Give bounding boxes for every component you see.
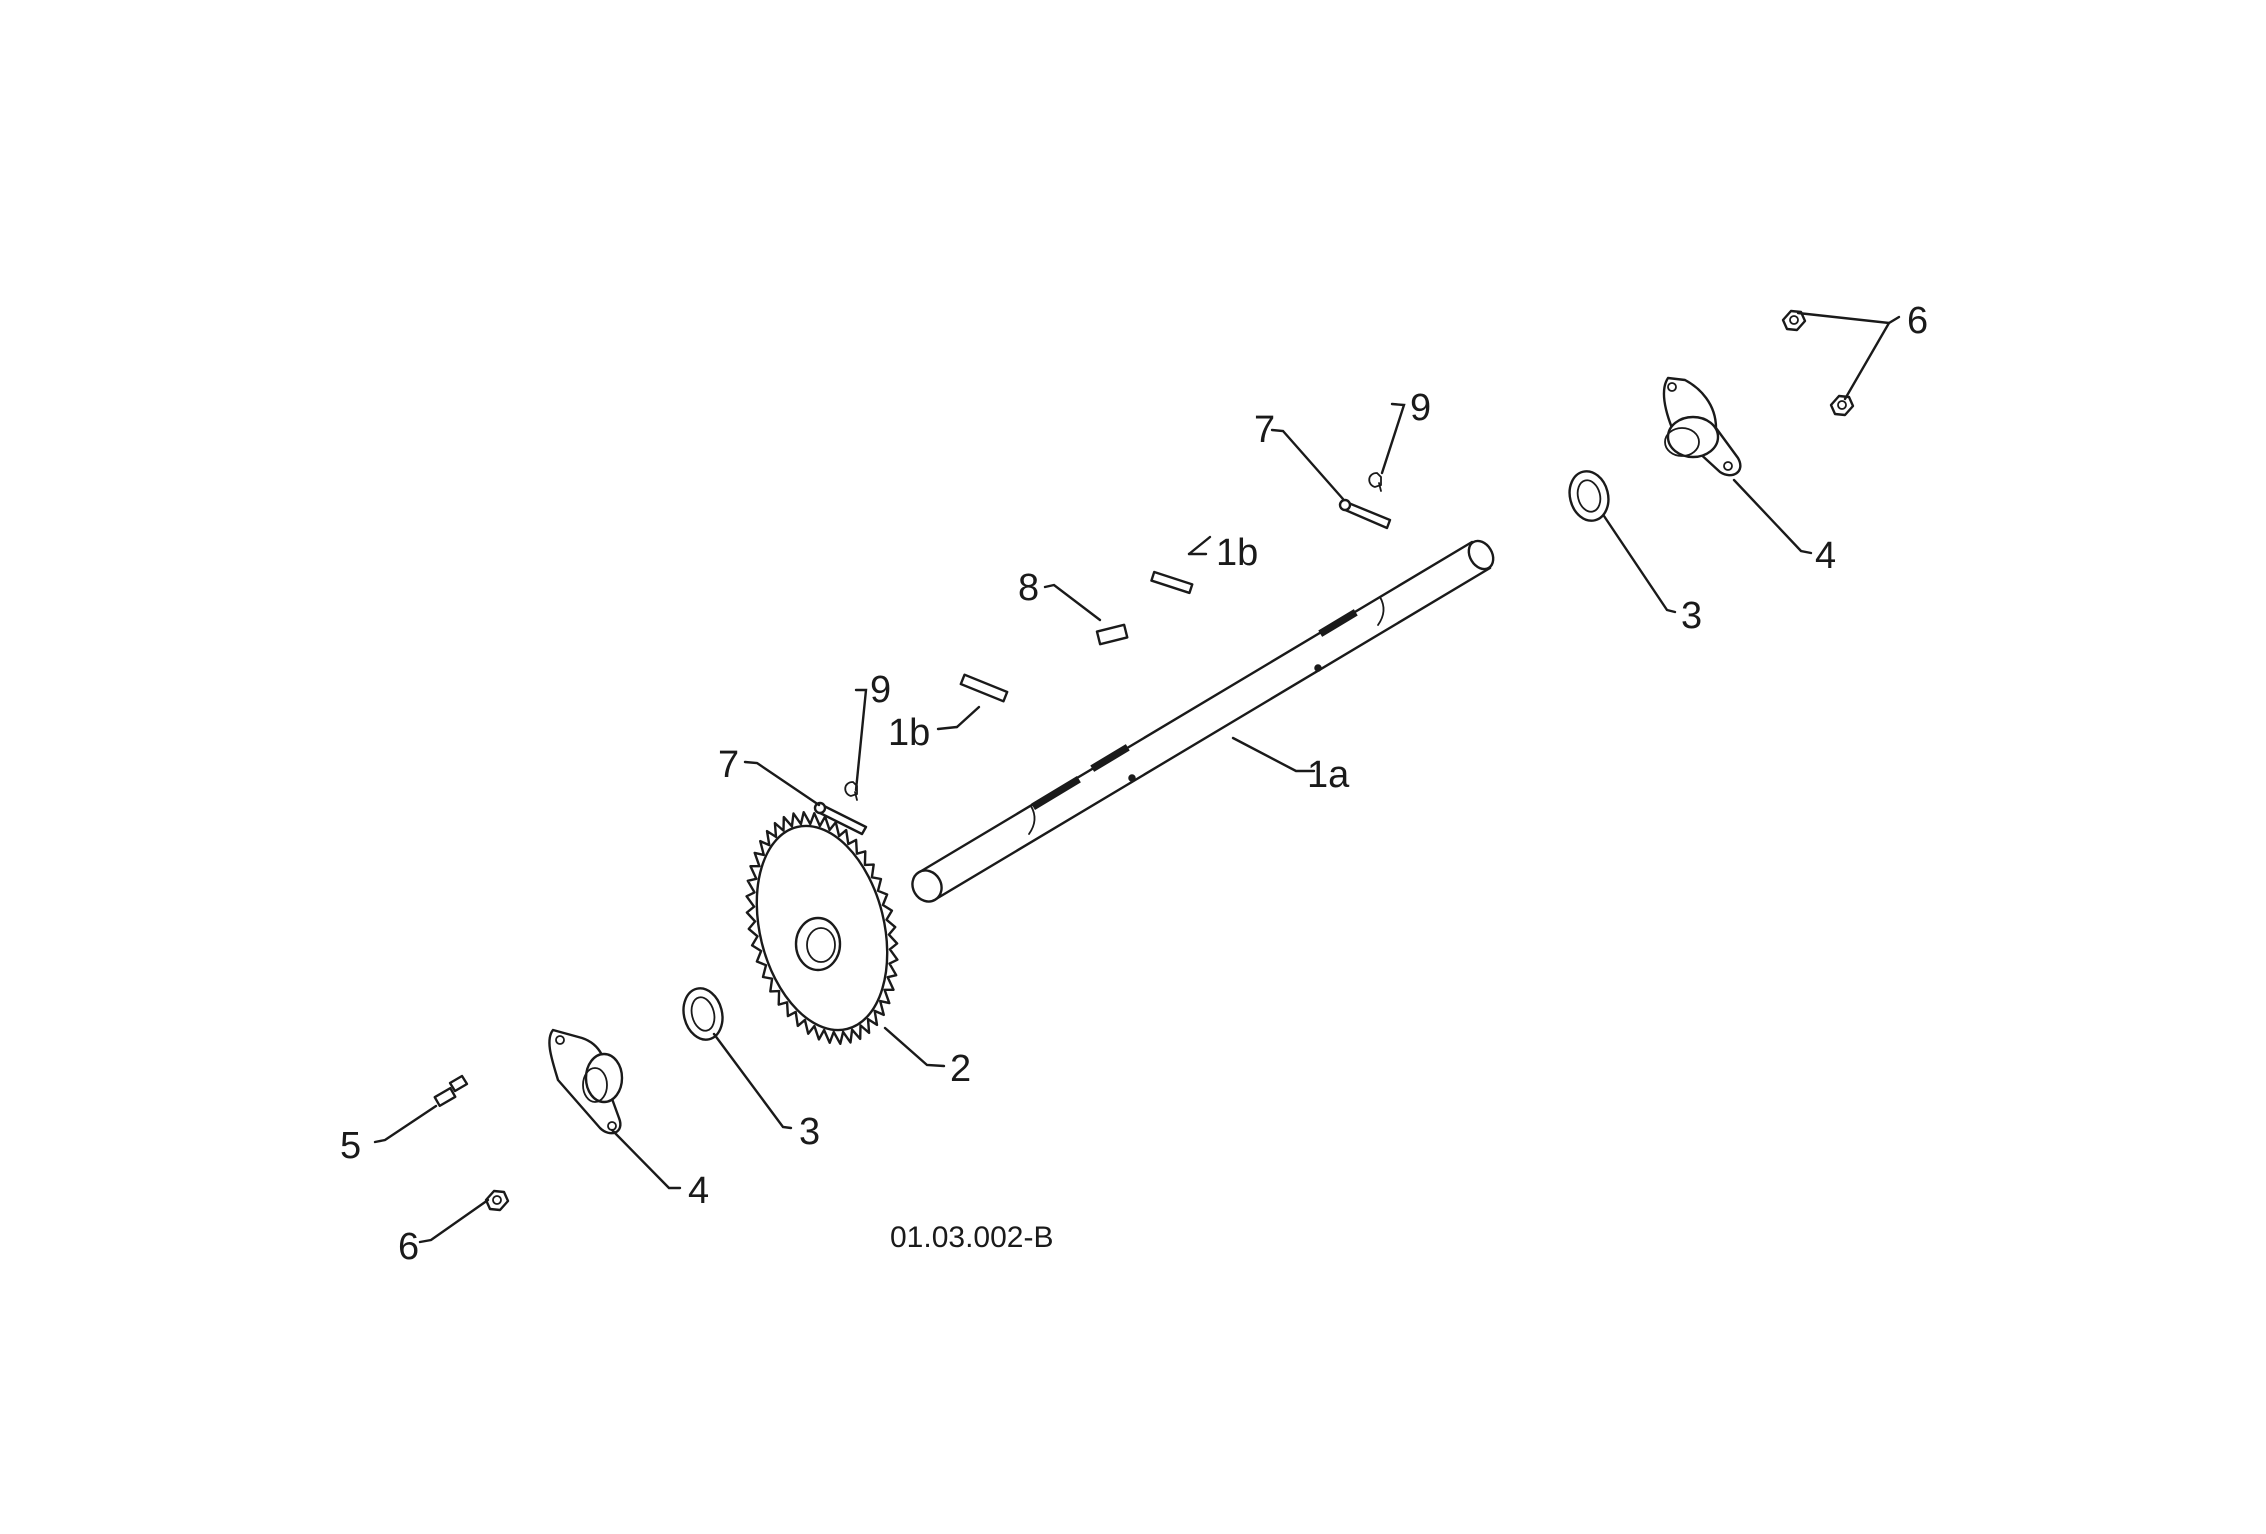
bearing-left: [548, 1028, 624, 1135]
nut-left: [484, 1189, 510, 1212]
callout-pin-right: 7: [1254, 409, 1275, 451]
nut-right-upper: [1781, 309, 1807, 332]
callout-clip-left: 9: [870, 669, 891, 711]
callout-clip-right: 9: [1410, 387, 1431, 429]
callout-shaft: 1a: [1307, 754, 1350, 796]
callout-bearing-right: 4: [1815, 535, 1836, 577]
bolt: [433, 1074, 469, 1108]
callout-pin-left: 7: [718, 744, 739, 786]
clip-left: [844, 781, 858, 801]
callout-washer-right: 3: [1681, 595, 1702, 637]
callout-key-upper: 1b: [1216, 532, 1258, 574]
callout-bolt: 5: [340, 1125, 361, 1167]
callout-sprocket: 2: [950, 1048, 971, 1090]
callout-nuts-right: 6: [1907, 300, 1928, 342]
callout-bearing-left: 4: [688, 1170, 709, 1212]
shaft: [911, 539, 1495, 903]
pin-right: [1338, 498, 1392, 530]
callout-labels: 1a 1b 1b 2 3 3 4 4 5 6 6 7 7 8 9 9: [340, 300, 1928, 1268]
pin-left: [813, 801, 868, 836]
callout-key-center: 8: [1018, 567, 1039, 609]
callout-key-lower: 1b: [888, 712, 930, 754]
figure-code: 01.03.002-B: [890, 1221, 1053, 1254]
washer-left: [682, 987, 724, 1041]
clip-right: [1368, 472, 1382, 492]
nut-right-lower: [1829, 394, 1855, 417]
callout-nut-left: 6: [398, 1226, 419, 1268]
callout-washer-left: 3: [799, 1111, 820, 1153]
washer-right: [1568, 470, 1610, 522]
leader-lines: [373, 311, 1901, 1244]
key-lower: [959, 673, 1009, 703]
key-center: [1095, 623, 1129, 646]
bearing-right: [1662, 376, 1742, 477]
key-upper: [1150, 570, 1194, 595]
sprocket: [745, 811, 899, 1045]
